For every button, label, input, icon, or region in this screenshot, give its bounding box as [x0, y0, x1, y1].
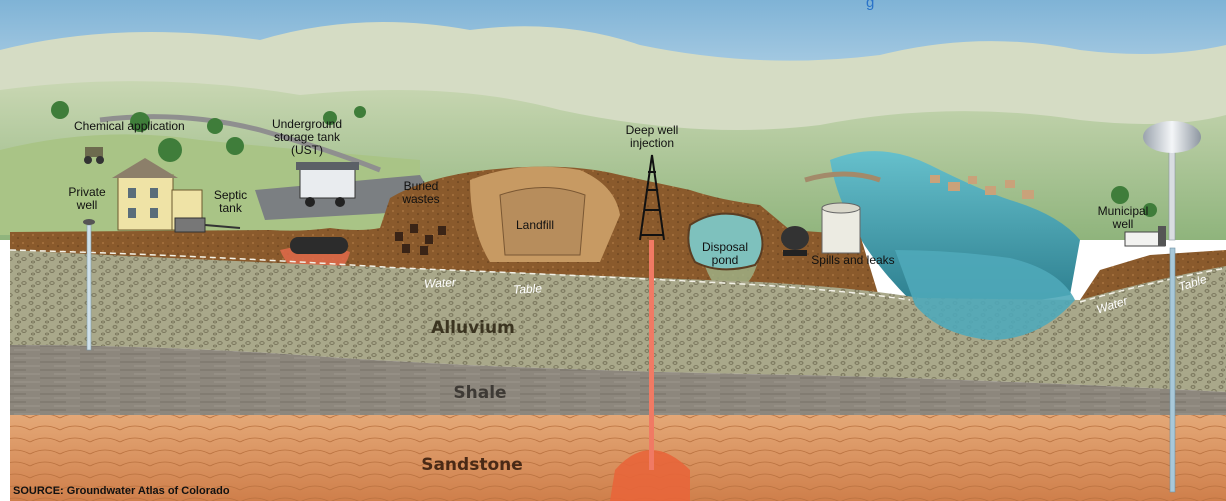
label-underground-storage-tank: Underground storage tank (UST): [271, 117, 343, 157]
label-deep-well-injection: Deep well injection: [625, 123, 679, 150]
tractor-icon: [84, 147, 104, 164]
water-table-label-left-2: Table: [512, 281, 543, 297]
label-septic-tank: Septic tank: [213, 188, 248, 215]
landfill-fill: [499, 187, 586, 256]
water-table-label-left-1: Water: [423, 275, 457, 291]
layer-label-sandstone: Sandstone: [421, 455, 523, 475]
cropped-caption-fragment: g: [866, 0, 875, 11]
injection-well-pipe: [649, 240, 654, 470]
disposal-pond: [687, 212, 764, 271]
label-buried-wastes: Buried wastes: [402, 179, 440, 206]
label-municipal-well: Municipal well: [1097, 204, 1149, 231]
water-table-line: [9, 249, 911, 301]
label-disposal-pond: Disposal pond: [701, 240, 749, 267]
tanker-icon: [781, 226, 809, 256]
water-tower-icon: [1143, 121, 1201, 241]
label-landfill: Landfill: [515, 218, 555, 232]
trees: [51, 101, 1157, 217]
pump-house-icon: [1124, 226, 1166, 247]
septic-tank-icon: [174, 217, 241, 233]
oil-derrick-icon: [639, 154, 665, 241]
source-caption: SOURCE: Groundwater Atlas of Colorado: [13, 485, 230, 497]
storage-tank-icon: [821, 202, 861, 254]
town: [930, 175, 1034, 199]
layer-label-alluvium: Alluvium: [431, 318, 515, 338]
layer-label-shale: Shale: [453, 383, 507, 403]
label-private-well: Private well: [68, 185, 106, 212]
municipal-well-pipe: [1169, 247, 1176, 493]
buried-wastes-icon: [395, 224, 446, 255]
shale-layer: [10, 345, 1226, 428]
label-chemical-application: Chemical application: [74, 119, 185, 133]
alluvium-layer: [10, 250, 1226, 392]
private-well-pipe: [86, 224, 92, 351]
river-basin: [895, 250, 1075, 340]
injection-plume: [610, 450, 690, 501]
underground-tank-icon: [290, 237, 348, 254]
label-spills-and-leaks: Spills and leaks: [811, 253, 895, 267]
bridge: [804, 171, 881, 183]
storage-tank-station-icon: [296, 162, 359, 207]
water-table-line-right: [1079, 267, 1226, 303]
private-well-head: [83, 219, 95, 225]
